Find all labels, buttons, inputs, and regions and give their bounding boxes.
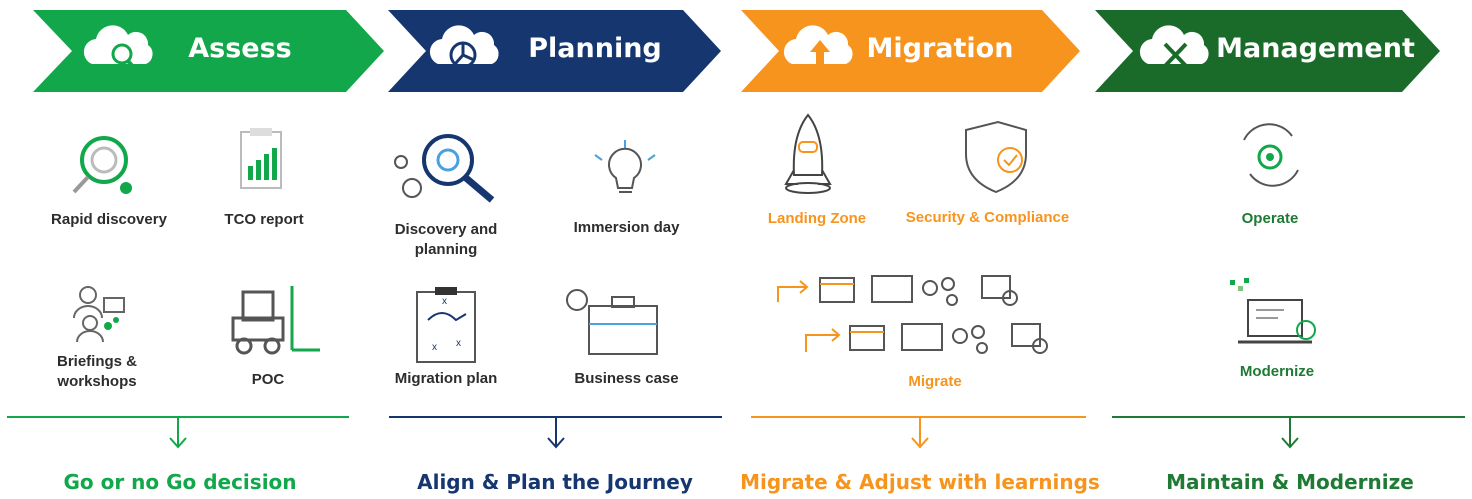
magnifier-gear-icon <box>72 136 132 194</box>
management-outcome: Maintain & Modernize <box>1166 470 1414 494</box>
migration-plan-label: Migration plan <box>394 370 498 387</box>
poc-label: POC <box>251 371 285 388</box>
security-compliance-label: Security & Compliance <box>905 209 1070 226</box>
forklift-icon <box>231 286 320 355</box>
cloud-chart-icon <box>429 25 499 69</box>
laptop-gear-icon <box>1230 278 1316 344</box>
migration-outcome: Migrate & Adjust with learnings <box>740 470 1100 494</box>
gears-magnifier-icon <box>394 134 495 203</box>
immersion-day-label: Immersion day <box>573 219 680 236</box>
rapid-discovery-label: Rapid discovery <box>51 211 167 228</box>
briefings-workshops-label: Briefings & workshops <box>56 353 137 390</box>
discovery-planning-label: Discovery and planning <box>394 221 498 258</box>
migrate-row-2-icon <box>805 323 1048 354</box>
management-banner <box>1095 10 1440 92</box>
planning-banner <box>388 10 721 92</box>
cloud-search-icon <box>83 25 153 72</box>
cloud-upload-icon <box>783 25 853 72</box>
assess-title: Assess <box>188 33 292 64</box>
planning-outcome: Align & Plan the Journey <box>417 470 693 494</box>
business-case-label: Business case <box>574 370 679 387</box>
clipboard-plan-icon: x x x <box>416 287 476 363</box>
migrate-label: Migrate <box>908 373 962 390</box>
operate-cycle-icon <box>1243 123 1299 187</box>
rocket-icon <box>784 113 832 194</box>
modernize-label: Modernize <box>1239 363 1315 380</box>
migration-title: Migration <box>866 33 1014 64</box>
shield-check-icon <box>965 120 1027 194</box>
migrate-row-1-icon <box>777 275 1018 306</box>
briefcase-icon <box>566 289 658 355</box>
operate-label: Operate <box>1241 210 1299 227</box>
management-title: Management <box>1216 33 1415 64</box>
landing-zone-label: Landing Zone <box>767 210 867 227</box>
assess-outcome: Go or no Go decision <box>63 470 297 494</box>
planning-title: Planning <box>528 33 662 64</box>
cloud-tools-icon <box>1139 25 1209 68</box>
svg-text:x: x <box>456 338 461 349</box>
lightbulb-icon <box>594 140 656 193</box>
tco-report-label: TCO report <box>224 211 304 228</box>
people-workshop-icon <box>73 286 125 343</box>
migration-banner <box>741 10 1080 92</box>
report-chart-icon <box>240 128 282 189</box>
svg-text:x: x <box>432 342 437 353</box>
svg-text:x: x <box>442 296 447 307</box>
